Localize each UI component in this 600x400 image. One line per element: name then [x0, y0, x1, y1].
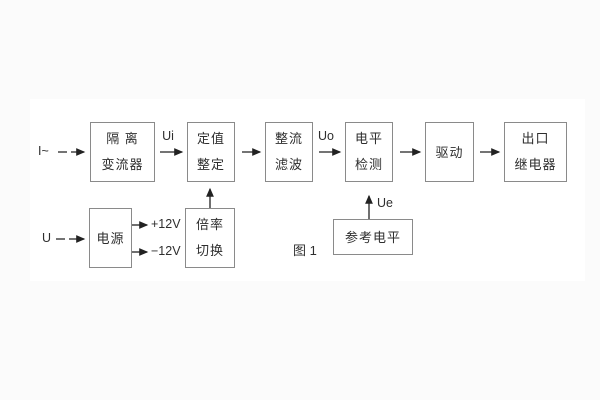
block-line: 滤波 — [274, 157, 303, 172]
block-isolation-transformer: 隔 离 变流器 — [90, 122, 155, 182]
block-line: 整定 — [196, 157, 225, 172]
block-level-detector: 电平 检测 — [345, 122, 393, 182]
block-line: 隔 离 — [106, 131, 139, 146]
block-line: 切换 — [195, 243, 224, 258]
label-voltage-input: U — [42, 231, 52, 245]
block-line: 电平 — [354, 131, 383, 146]
block-rectifier-filter: 整流 滤波 — [265, 122, 313, 182]
block-setpoint-adjust: 定值 整定 — [187, 122, 235, 182]
label-signal-uo: Uo — [318, 129, 334, 143]
block-line: 检测 — [354, 157, 383, 172]
block-line: 定值 — [196, 131, 225, 146]
block-output-relay: 出口 继电器 — [504, 122, 567, 182]
block-line: 倍率 — [195, 217, 224, 232]
block-multiplier-switch: 倍率 切换 — [185, 208, 235, 268]
label-signal-ue: Ue — [377, 196, 393, 210]
label-minus12v: −12V — [151, 244, 181, 258]
block-line: 出口 — [521, 131, 550, 146]
block-line: 驱动 — [435, 144, 464, 160]
label-plus12v: +12V — [151, 217, 181, 231]
block-power-supply: 电源 — [89, 208, 132, 268]
block-line: 电源 — [96, 230, 125, 246]
label-signal-ui: Ui — [162, 129, 174, 143]
block-reference-level: 参考电平 — [333, 219, 413, 255]
block-line: 变流器 — [101, 157, 144, 172]
block-line: 参考电平 — [344, 229, 401, 245]
figure-caption: 图 1 — [293, 243, 317, 258]
label-current-input: I~ — [38, 144, 49, 158]
block-line: 整流 — [274, 131, 303, 146]
block-drive: 驱动 — [425, 122, 474, 182]
block-line: 继电器 — [514, 157, 557, 172]
